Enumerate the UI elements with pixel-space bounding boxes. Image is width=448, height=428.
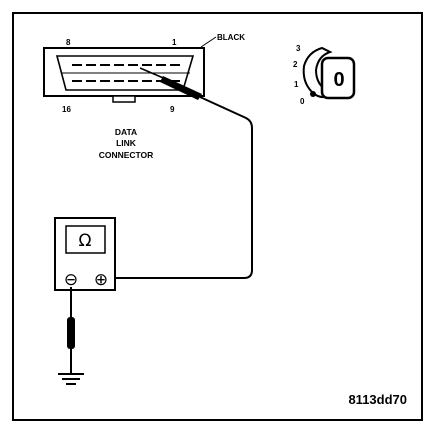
pin-label-16: 16 [62,105,71,114]
pin-label-9: 9 [170,105,175,114]
ignition-switch: 3 2 1 0 0 [293,44,356,106]
multimeter: Ω ⊖ ⊕ [54,217,116,291]
meter-display-symbol: Ω [79,231,92,251]
connector-caption-line-3: CONNECTOR [99,150,154,160]
diagram-frame [12,12,423,421]
test-lead-wire [102,96,253,279]
ground-lead [58,287,84,385]
connector-caption-line-2: LINK [116,138,137,148]
connector-latch [112,95,136,103]
ignition-lock-cylinder [302,46,333,99]
connector-color-label: BLACK [217,33,245,42]
ignition-position-0: 0 [300,97,305,106]
pin-label-1: 1 [172,38,177,47]
ignition-position-2: 2 [293,60,298,69]
ignition-key-label: 0 [333,69,344,91]
ground-symbol [58,373,84,385]
color-label-leader [200,36,217,48]
meter-display [65,225,106,254]
ignition-position-3: 3 [296,44,301,53]
meter-negative-terminal: ⊖ [64,270,78,290]
ignition-pointer [310,91,316,97]
connector-top-pins [72,64,180,66]
figure-id: 8113dd70 [348,392,407,407]
ignition-key [320,56,356,100]
meter-positive-terminal: ⊕ [94,270,108,290]
data-link-connector: 8 1 16 9 BLACK DATA LINK CONNECTOR [43,33,245,160]
ground-probe [67,317,75,349]
test-probe [139,67,202,100]
connector-caption-line-1: DATA [115,127,137,137]
pin-label-8: 8 [66,38,71,47]
ignition-position-1: 1 [294,80,299,89]
